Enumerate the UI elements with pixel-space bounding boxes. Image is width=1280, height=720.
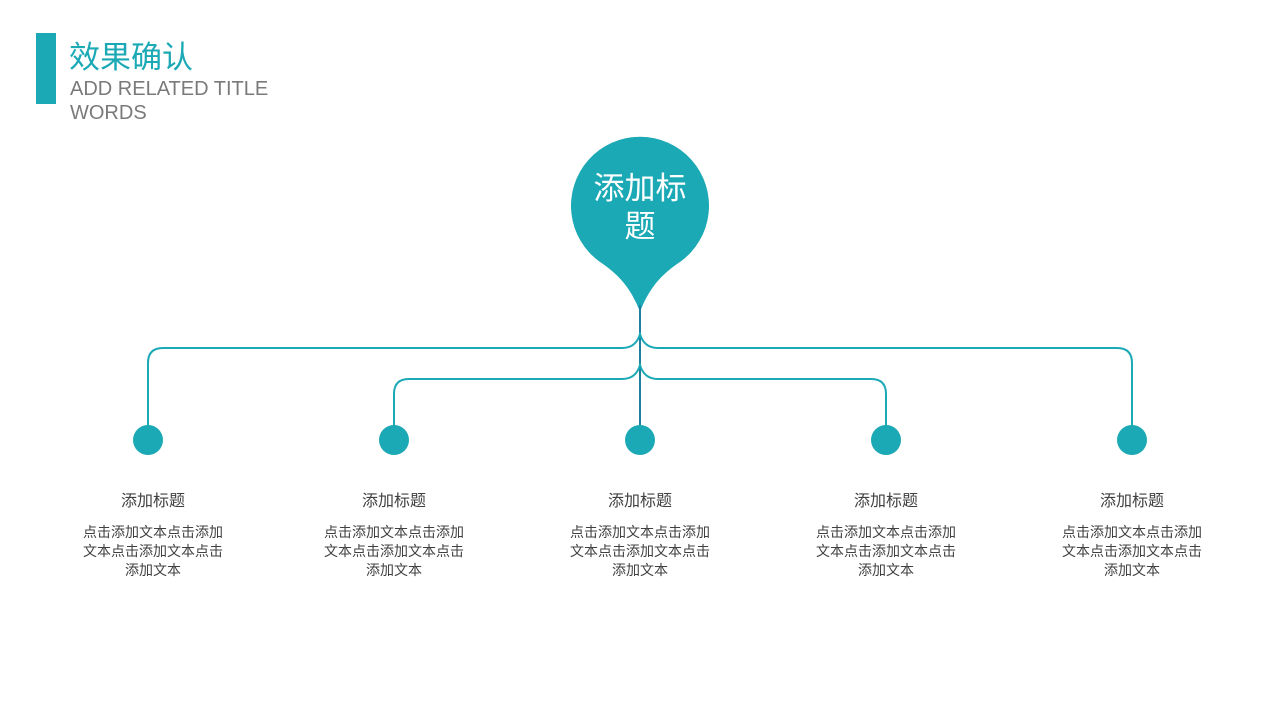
page-title: 效果确认 — [69, 40, 193, 76]
item-title: 添加标题 — [120, 491, 185, 510]
item-title: 添加标题 — [1099, 491, 1164, 510]
title-accent-bar — [36, 33, 56, 104]
item-block: 添加标题点击添加文本点击添加文本点击添加文本点击添加文本 — [540, 488, 740, 581]
item-body: 点击添加文本点击添加文本点击添加文本点击添加文本 — [570, 525, 710, 579]
connector-outer — [147, 330, 1133, 430]
node-dot — [625, 425, 655, 455]
item-block: 添加标题点击添加文本点击添加文本点击添加文本点击添加文本 — [1032, 488, 1232, 581]
node-dot — [379, 425, 409, 455]
item-title: 添加标题 — [853, 491, 918, 510]
item-body: 点击添加文本点击添加文本点击添加文本点击添加文本 — [816, 525, 956, 579]
node-dot — [1117, 425, 1147, 455]
item-block: 添加标题点击添加文本点击添加文本点击添加文本点击添加文本 — [294, 488, 494, 581]
node-dot — [133, 425, 163, 455]
page-subtitle: ADD RELATED TITLE WORDS — [70, 78, 269, 124]
item-body: 点击添加文本点击添加文本点击添加文本点击添加文本 — [1062, 525, 1202, 579]
item-title: 添加标题 — [607, 491, 672, 510]
item-body: 点击添加文本点击添加文本点击添加文本点击添加文本 — [83, 525, 223, 579]
item-title: 添加标题 — [361, 491, 426, 510]
item-body: 点击添加文本点击添加文本点击添加文本点击添加文本 — [324, 525, 464, 579]
node-dot — [871, 425, 901, 455]
center-pin — [571, 136, 709, 312]
item-block: 添加标题点击添加文本点击添加文本点击添加文本点击添加文本 — [53, 488, 253, 581]
center-title: 添加标题 — [593, 171, 687, 245]
connector-inner — [393, 361, 887, 430]
item-block: 添加标题点击添加文本点击添加文本点击添加文本点击添加文本 — [786, 488, 986, 581]
